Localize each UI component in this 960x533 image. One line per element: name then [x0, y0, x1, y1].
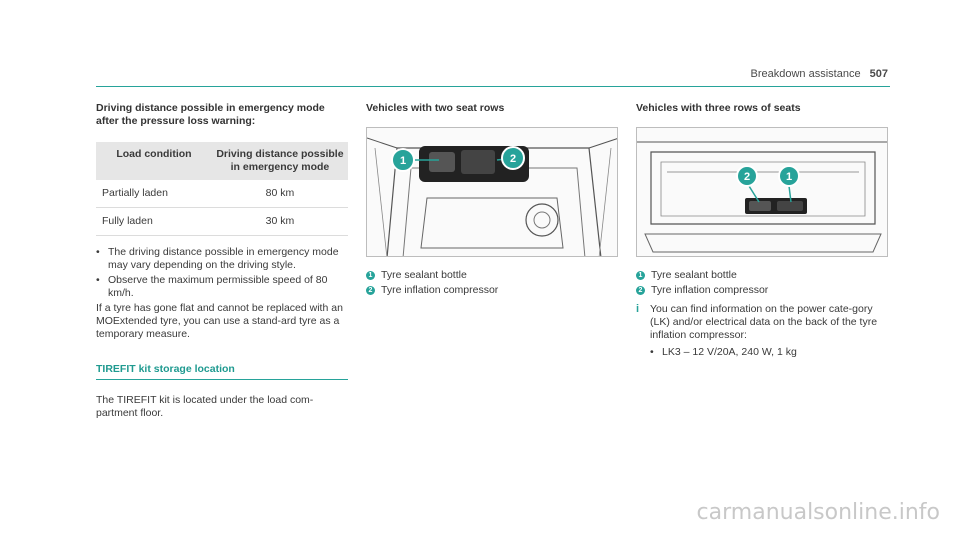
bullet-list: The driving distance possible in emergen… — [96, 246, 348, 300]
distance-table: Load condition Driving distance possible… — [96, 142, 348, 236]
table-cell: 80 km — [211, 180, 348, 208]
callout-2: 2 — [744, 171, 750, 183]
info-note: i You can find information on the power … — [636, 303, 888, 342]
list-item: The driving distance possible in emergen… — [96, 246, 348, 272]
legend-label: Tyre inflation compressor — [381, 284, 499, 296]
legend-item: 1 Tyre sealant bottle — [636, 269, 888, 282]
section-subheading: TIREFIT kit storage location — [96, 363, 348, 380]
list-item: Observe the maximum permissible speed of… — [96, 274, 348, 300]
table-cell: Partially laden — [96, 180, 212, 208]
legend-number: 2 — [366, 286, 375, 295]
body-paragraph: The TIREFIT kit is located under the loa… — [96, 394, 314, 419]
table-row: Partially laden 80 km — [96, 180, 348, 208]
column-3: Vehicles with three rows of seats 2 1 1 … — [636, 102, 888, 361]
trunk-illustration-three-rows: 2 1 — [636, 127, 888, 257]
callout-1: 1 — [400, 155, 406, 167]
legend-label: Tyre inflation compressor — [651, 284, 769, 296]
column-1: Driving distance possible in emergency m… — [96, 102, 348, 420]
two-rows-heading: Vehicles with two seat rows — [366, 102, 505, 114]
legend: 1 Tyre sealant bottle 2 Tyre inflation c… — [636, 269, 888, 297]
legend-number: 1 — [636, 271, 645, 280]
legend-number: 2 — [636, 286, 645, 295]
trunk-illustration-two-rows: 1 2 — [366, 127, 618, 257]
table-cell: Fully laden — [96, 207, 212, 236]
legend-item: 2 Tyre inflation compressor — [636, 284, 888, 297]
note-text: You can find information on the power ca… — [650, 303, 878, 341]
info-icon: i — [636, 303, 640, 315]
section-title: Breakdown assistance — [750, 68, 861, 80]
header-rule — [96, 86, 890, 87]
legend-label: Tyre sealant bottle — [651, 269, 737, 281]
page-header: Breakdown assistance 507 — [751, 68, 888, 80]
trunk-drawing: 2 1 — [637, 128, 887, 256]
distance-heading: Driving distance possible in emergency m… — [96, 102, 325, 127]
legend-number: 1 — [366, 271, 375, 280]
table-header: Driving distance possible in emergency m… — [211, 142, 348, 180]
legend-item: 1 Tyre sealant bottle — [366, 269, 618, 282]
callout-2: 2 — [510, 153, 516, 165]
watermark: carmanualsonline.info — [696, 500, 940, 525]
table-cell: 30 km — [211, 207, 348, 236]
three-rows-heading: Vehicles with three rows of seats — [636, 102, 801, 114]
legend-label: Tyre sealant bottle — [381, 269, 467, 281]
column-2: Vehicles with two seat rows 1 2 1 Tyre s… — [366, 102, 618, 299]
legend-item: 2 Tyre inflation compressor — [366, 284, 618, 297]
body-paragraph: If a tyre has gone flat and cannot be re… — [96, 302, 343, 340]
page-number: 507 — [869, 68, 888, 80]
callout-1: 1 — [786, 171, 792, 183]
table-row: Fully laden 30 km — [96, 207, 348, 236]
trunk-drawing: 1 2 — [367, 128, 617, 256]
list-item: LK3 – 12 V/20A, 240 W, 1 kg — [650, 346, 888, 359]
table-header: Load condition — [96, 142, 212, 180]
legend: 1 Tyre sealant bottle 2 Tyre inflation c… — [366, 269, 618, 297]
table-header-row: Load condition Driving distance possible… — [96, 142, 348, 180]
note-bullet-list: LK3 – 12 V/20A, 240 W, 1 kg — [636, 346, 888, 359]
